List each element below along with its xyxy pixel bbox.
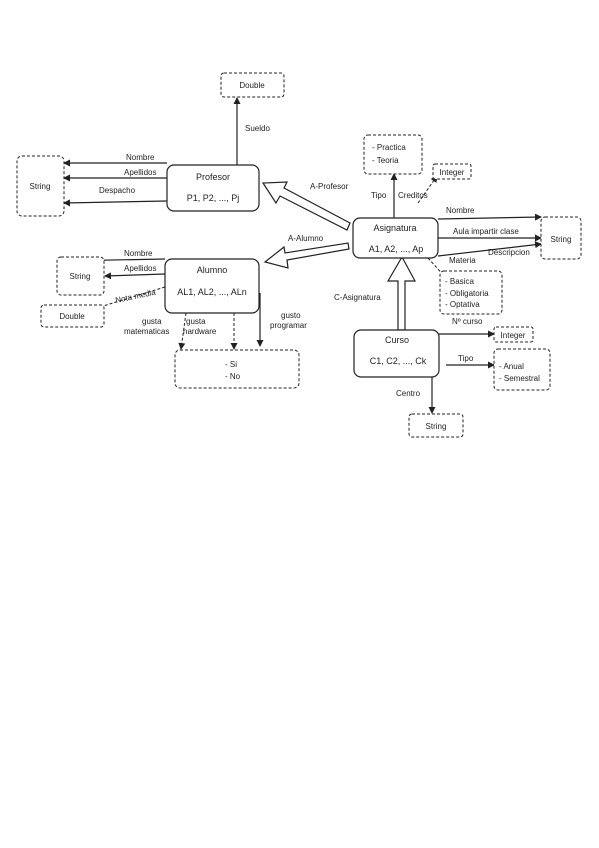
entity-profesor-title: Profesor xyxy=(196,172,230,182)
valueset-tipo-asignatura-1: - Teoria xyxy=(372,156,399,165)
edge-prof-despacho xyxy=(63,199,168,207)
label-gusto-prog-2: programar xyxy=(270,321,307,330)
label-gusta-hw-2: hardware xyxy=(183,327,217,336)
label-centro: Centro xyxy=(396,389,421,398)
edge-asig-descripcion xyxy=(437,241,542,257)
label-descripcion: Descripcion xyxy=(488,248,530,257)
label-gusta-hw-1: gusta xyxy=(186,317,206,326)
label-gusta-mat-2: matematicas xyxy=(124,327,169,336)
label-creditos: Creditos xyxy=(398,191,428,200)
type-integer-curso: Integer xyxy=(493,326,534,343)
label-nota-media: Nota media xyxy=(115,288,157,305)
valueset-si-no: - Si - No xyxy=(174,349,300,389)
arrow-c-asignatura xyxy=(386,255,417,331)
entity-asignatura-title: Asignatura xyxy=(373,223,416,233)
entity-curso[interactable]: Curso C1, C2, ..., Ck xyxy=(353,329,440,378)
valueset-tipo-curso-0: - Anual xyxy=(499,362,524,371)
valueset-tipo-curso: - Anual - Semestral xyxy=(493,348,551,391)
label-asig-nombre: Nombre xyxy=(446,206,475,215)
type-string-profesor-label: String xyxy=(30,182,51,191)
label-gusto-prog-1: gusto xyxy=(281,311,301,320)
type-integer-asignatura-label: Integer xyxy=(440,168,465,177)
valueset-materia: - Basica - Obligatoria - Optativa xyxy=(439,270,503,315)
entity-curso-title: Curso xyxy=(385,335,409,345)
entity-alumno-items: AL1, AL2, ..., ALn xyxy=(177,287,247,297)
label-tipo: Tipo xyxy=(371,191,387,200)
valueset-tipo-asignatura: - Practica - Teoria xyxy=(363,134,423,175)
type-string-asignatura: String xyxy=(540,216,582,260)
label-curso-tipo: Tipo xyxy=(458,354,474,363)
entity-profesor-items: P1, P2, ..., Pj xyxy=(187,193,240,203)
type-double-top-label: Double xyxy=(239,81,265,90)
valueset-materia-0: - Basica xyxy=(445,277,474,286)
type-string-curso: String xyxy=(408,413,464,438)
type-string-profesor: String xyxy=(16,155,65,217)
entity-asignatura-items: A1, A2, ..., Ap xyxy=(369,244,424,254)
valueset-tipo-curso-1: - Semestral xyxy=(499,374,540,383)
label-prof-apellidos: Apellidos xyxy=(124,168,156,177)
label-prof-nombre: Nombre xyxy=(126,153,155,162)
valueset-si-no-0: - Si xyxy=(225,360,237,369)
valueset-si-no-1: - No xyxy=(225,372,241,381)
type-integer-asignatura: Integer xyxy=(432,163,472,180)
arrow-a-profesor xyxy=(261,181,351,231)
label-aula: Aula impartir clase xyxy=(453,227,519,236)
type-double-alumno: Double xyxy=(40,304,105,328)
label-materia: Materia xyxy=(449,256,476,265)
type-string-curso-label: String xyxy=(426,422,447,431)
label-n-curso: Nº curso xyxy=(452,317,483,326)
edge-alum-gusta-mat xyxy=(178,312,187,350)
type-string-asignatura-label: String xyxy=(551,235,572,244)
valueset-materia-1: - Obligatoria xyxy=(445,289,489,298)
label-sueldo: Sueldo xyxy=(245,124,270,133)
type-string-alumno: String xyxy=(56,256,105,296)
type-double-alumno-label: Double xyxy=(59,312,85,321)
label-c-asignatura: C-Asignatura xyxy=(334,293,381,302)
label-alum-apellidos: Apellidos xyxy=(124,264,156,273)
valueset-materia-2: - Optativa xyxy=(445,300,480,309)
type-integer-curso-label: Integer xyxy=(501,331,526,340)
edge-asig-creditos xyxy=(417,175,438,204)
arrow-a-alumno xyxy=(263,242,350,269)
valueset-tipo-asignatura-0: - Practica xyxy=(372,143,406,152)
entity-alumno-title: Alumno xyxy=(197,265,228,275)
edge-alum-apellidos xyxy=(104,272,166,280)
type-string-alumno-label: String xyxy=(70,272,91,281)
label-a-profesor: A-Profesor xyxy=(310,182,349,191)
entity-alumno[interactable]: Alumno AL1, AL2, ..., ALn xyxy=(164,258,260,314)
entity-profesor[interactable]: Profesor P1, P2, ..., Pj xyxy=(166,164,260,212)
label-gusta-mat-1: gusta xyxy=(142,317,162,326)
entity-curso-items: C1, C2, ..., Ck xyxy=(370,356,427,366)
label-a-alumno: A-Alumno xyxy=(288,234,324,243)
label-alum-nombre: Nombre xyxy=(124,249,153,258)
entity-asignatura[interactable]: Asignatura A1, A2, ..., Ap xyxy=(352,217,439,259)
type-double-top: Double xyxy=(220,72,285,98)
label-prof-despacho: Despacho xyxy=(99,186,136,195)
edge-asig-nombre xyxy=(437,213,542,221)
